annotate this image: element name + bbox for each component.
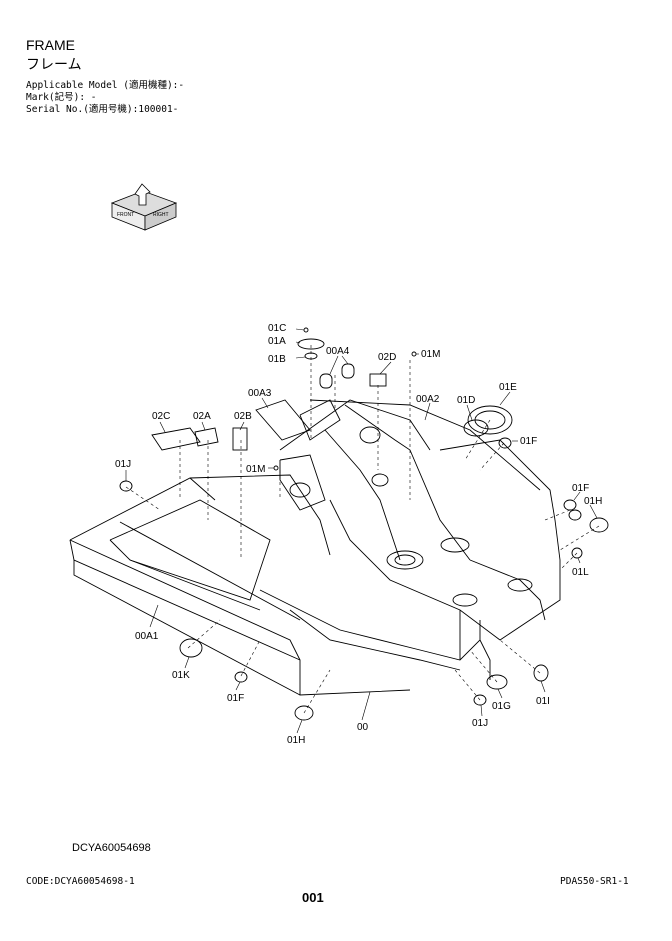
part-01K-grommet	[179, 638, 203, 658]
part-01J-grommet-bottom	[473, 694, 487, 706]
callout-01A: 01A	[268, 336, 286, 347]
applicable-model: Applicable Model (適用機種):-	[26, 80, 185, 91]
page-number: 001	[302, 890, 324, 905]
callout-02C: 02C	[152, 411, 170, 422]
part-01I-grommet	[533, 664, 549, 682]
callout-01K: 01K	[172, 670, 190, 681]
part-00A3-plate	[255, 399, 311, 441]
callout-02A: 02A	[193, 411, 211, 422]
callout-01J-left: 01J	[115, 459, 131, 470]
callout-01M-mid: 01M	[246, 464, 265, 475]
callout-00A3: 00A3	[248, 388, 272, 399]
part-01F-grommet-right	[563, 499, 577, 511]
page-reference: PDAS50-SR1-1	[560, 876, 629, 887]
serial-number: Serial No.(適用号機):100001-	[26, 104, 179, 115]
code-label: CODE:DCYA60054698-1	[26, 876, 135, 887]
part-01H-grommet-right	[589, 517, 609, 533]
callout-01F-right: 01F	[572, 483, 589, 494]
mark: Mark(記号): -	[26, 92, 97, 103]
drawing-code: DCYA60054698	[72, 842, 151, 854]
callout-00A4: 00A4	[326, 346, 350, 357]
part-01C-bolt	[303, 327, 309, 333]
callout-01C: 01C	[268, 323, 286, 334]
callout-00A1: 00A1	[135, 631, 159, 642]
page-title: FRAME	[26, 37, 75, 53]
callout-01L: 01L	[572, 567, 589, 578]
view-orientation-cube-icon: FRONT RIGHT	[110, 183, 178, 231]
callout-01H-bottom: 01H	[287, 735, 305, 746]
callout-01D: 01D	[457, 395, 475, 406]
part-02D-block	[369, 373, 387, 387]
callout-01F-top: 01F	[520, 436, 537, 447]
callout-01H-right: 01H	[584, 496, 602, 507]
callout-02B: 02B	[234, 411, 252, 422]
part-01G-grommet	[486, 674, 508, 690]
part-02A-bracket	[194, 427, 219, 447]
part-01D-seal	[463, 419, 489, 437]
part-01F-grommet-bottom	[234, 671, 248, 683]
part-01A-cover-plate	[297, 338, 325, 350]
part-02C-bracket	[151, 427, 201, 451]
callout-labels: 01C 01A 01B 00A4 02D 01M 00A3 00A2 01D 0…	[115, 323, 602, 746]
orientation-label-front: FRONT	[117, 212, 134, 218]
leader-lines	[125, 328, 598, 734]
page-title-japanese: フレーム	[26, 57, 82, 73]
part-01B-o-ring	[304, 352, 318, 360]
callout-01B: 01B	[268, 354, 286, 365]
callout-00: 00	[357, 722, 369, 733]
callout-01F-bottom: 01F	[227, 693, 244, 704]
orientation-label-right: RIGHT	[153, 212, 169, 218]
callout-01M: 01M	[421, 349, 440, 360]
callout-00A2: 00A2	[416, 394, 440, 405]
part-01H-grommet-bottom	[294, 705, 314, 721]
callout-01J-bottom: 01J	[472, 718, 488, 729]
callout-02D: 02D	[378, 352, 396, 363]
part-00A4-bushings	[319, 363, 355, 389]
callout-01G: 01G	[492, 701, 511, 712]
callout-01E: 01E	[499, 382, 517, 393]
part-01L-grommet	[571, 547, 583, 559]
part-01F-grommet-top	[498, 437, 512, 449]
frame-drawing	[69, 327, 609, 721]
callout-01I: 01I	[536, 696, 550, 707]
part-01J-grommet-left	[119, 480, 133, 492]
part-02B-bracket	[232, 427, 248, 451]
